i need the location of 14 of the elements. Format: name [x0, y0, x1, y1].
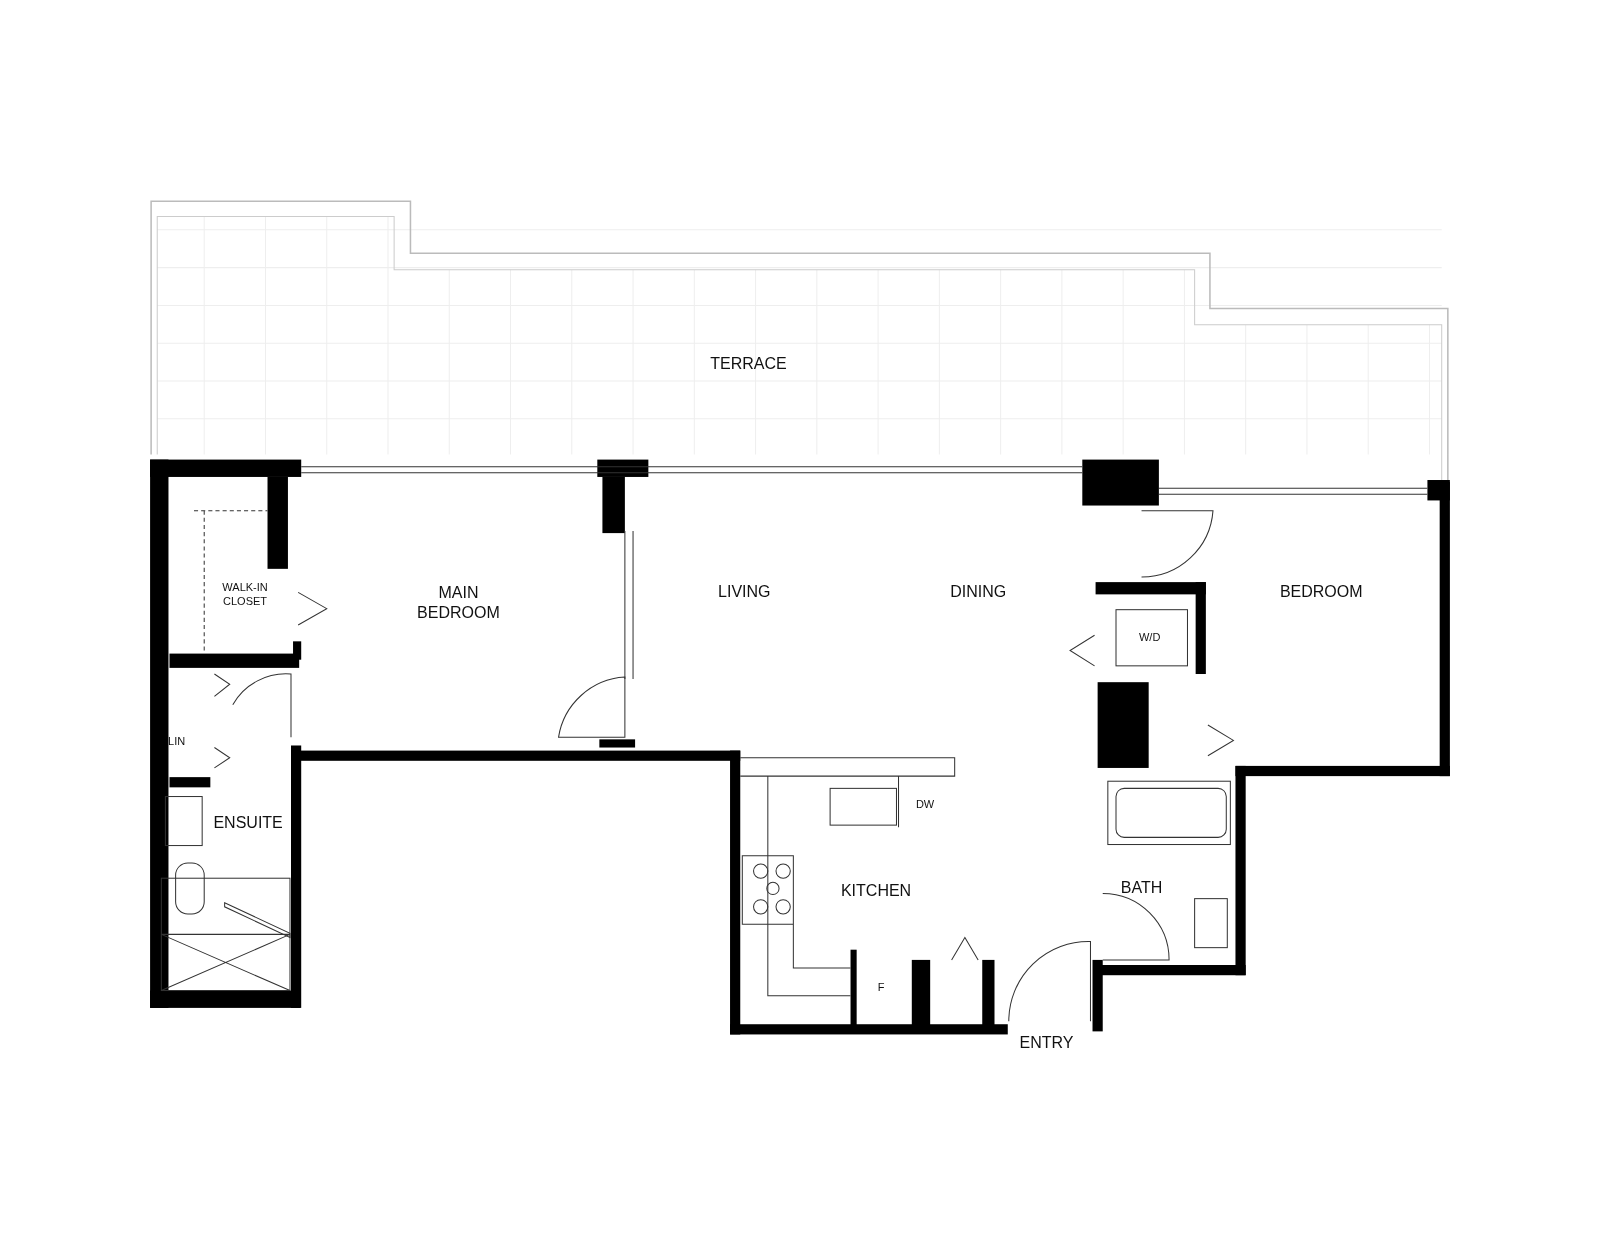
- room-label: ENSUITE: [213, 813, 283, 834]
- appliance-label: W/D: [1139, 631, 1161, 646]
- room-label: DINING: [950, 582, 1007, 603]
- appliance-label: DW: [915, 797, 935, 812]
- room-label: MAIN BEDROOM: [416, 582, 501, 623]
- room-label: KITCHEN: [840, 880, 912, 901]
- room-label: BATH: [1120, 878, 1163, 899]
- room-label: LIVING: [718, 582, 771, 603]
- appliance-label: F: [877, 980, 885, 995]
- room-label: BEDROOM: [1279, 582, 1363, 603]
- room-label: TERRACE: [710, 353, 787, 374]
- room-label: WALK-IN CLOSET: [221, 581, 269, 610]
- room-label: ENTRY: [1019, 1032, 1074, 1053]
- room-label: LIN: [168, 735, 186, 750]
